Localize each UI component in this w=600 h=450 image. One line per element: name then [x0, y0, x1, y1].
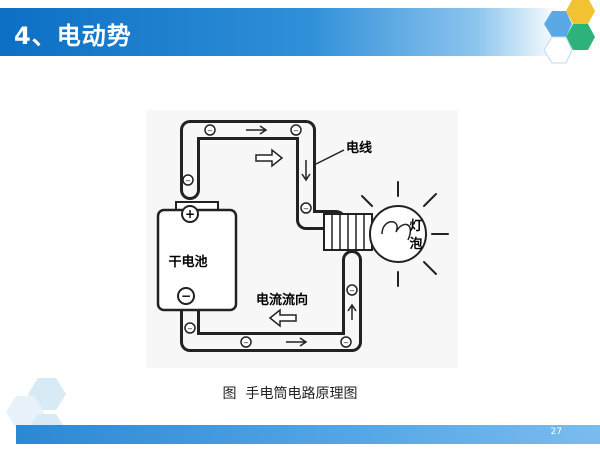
- current-direction-arrow: [268, 308, 297, 328]
- electron: −: [182, 174, 194, 186]
- svg-text:−: −: [293, 127, 299, 135]
- hexagon-green: [566, 24, 595, 50]
- battery: + − 干电池: [156, 201, 238, 312]
- wire-tube-inner: [183, 123, 343, 227]
- flow-arrow: [301, 160, 311, 182]
- hexagon-white: [543, 36, 573, 64]
- svg-text:−: −: [303, 205, 309, 213]
- battery-positive-label: +: [185, 207, 195, 221]
- svg-text:−: −: [243, 339, 249, 347]
- flow-arrow: [286, 337, 308, 347]
- electron: −: [240, 336, 252, 348]
- circuit-diagram: − − − − − − − − + − 干电池: [156, 120, 449, 352]
- battery-negative-label: −: [181, 289, 191, 303]
- electron: −: [300, 202, 312, 214]
- flow-arrow: [347, 303, 357, 320]
- light-bulb: 灯 泡: [323, 181, 449, 287]
- svg-text:−: −: [207, 127, 213, 135]
- electron: −: [184, 322, 196, 334]
- wire-label: 电线: [346, 140, 372, 156]
- current-direction-arrow: [255, 148, 284, 168]
- electron: −: [346, 284, 358, 296]
- wire-label-pointer: [315, 149, 345, 165]
- battery-positive-terminal: [181, 205, 199, 223]
- svg-text:−: −: [343, 339, 349, 347]
- svg-text:−: −: [187, 325, 193, 333]
- electron: −: [340, 336, 352, 348]
- bulb-label-1: 灯: [409, 218, 422, 234]
- page-number: 27: [550, 427, 562, 437]
- hexagon-yellow: [566, 0, 595, 24]
- flashlight-circuit-figure: − − − − − − − − + − 干电池: [146, 110, 458, 368]
- battery-label: 干电池: [168, 254, 207, 270]
- svg-text:−: −: [349, 287, 355, 295]
- title-band: [0, 8, 560, 56]
- hexagon-blue: [544, 11, 572, 37]
- svg-text:−: −: [185, 177, 191, 185]
- flow-arrow: [246, 125, 268, 135]
- bulb-label-2: 泡: [409, 236, 422, 252]
- electron: −: [290, 124, 302, 136]
- current-direction-label: 电流流向: [256, 292, 308, 308]
- hexagon-decoration-top-right: [543, 0, 595, 64]
- slide-title: 4、电动势: [14, 22, 132, 50]
- figure-caption: 图 手电筒电路原理图: [222, 386, 358, 402]
- electron: −: [204, 124, 216, 136]
- battery-negative-terminal: [177, 287, 195, 305]
- footer-bar: 27: [16, 425, 600, 444]
- title-bar: 4、电动势: [0, 8, 600, 56]
- light-rays: [361, 181, 449, 287]
